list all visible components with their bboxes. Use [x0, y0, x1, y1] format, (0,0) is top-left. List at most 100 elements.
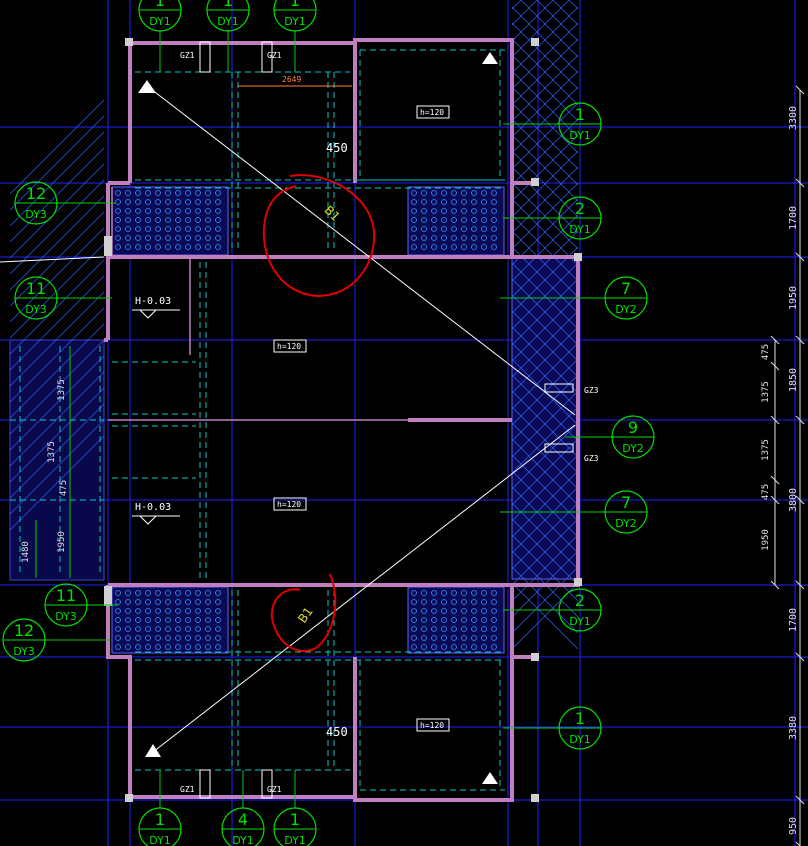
- hatch-line: [511, 406, 579, 474]
- dim-label: 1950: [57, 531, 67, 553]
- hatch-dot: [215, 190, 221, 196]
- triangle-icon: [482, 52, 498, 64]
- hatch-dot: [215, 235, 221, 241]
- hatch-dot: [491, 635, 497, 641]
- hatch-dot: [491, 235, 497, 241]
- hatch-dot: [165, 608, 171, 614]
- hatch-dot: [481, 226, 487, 232]
- hatch-dot: [431, 226, 437, 232]
- hatch-dot: [125, 190, 131, 196]
- hatch-dot: [175, 599, 181, 605]
- dim-tick: [795, 795, 805, 805]
- beam-size: 450: [326, 141, 348, 155]
- hatch-dot: [195, 590, 201, 596]
- hatch-dot: [461, 199, 467, 205]
- hatch-dot: [451, 208, 457, 214]
- hatch-line: [511, 0, 554, 42]
- column-posts: [104, 38, 582, 802]
- hatch-dot: [185, 590, 191, 596]
- hatch-dot: [185, 599, 191, 605]
- hatch-dot: [175, 199, 181, 205]
- hatch-dot: [155, 208, 161, 214]
- hatch-line: [511, 182, 579, 250]
- hatch-dot: [431, 217, 437, 223]
- callout-code: DY3: [13, 645, 35, 658]
- hatch-dot: [491, 190, 497, 196]
- hatch-dot: [481, 217, 487, 223]
- callout-code: DY1: [284, 15, 306, 28]
- hatch-dot: [185, 217, 191, 223]
- hatch-dot: [451, 217, 457, 223]
- hatch-dot: [135, 244, 141, 250]
- hatch-dot: [481, 190, 487, 196]
- hatch-line: [552, 0, 579, 26]
- hatch-line: [9, 99, 105, 195]
- callout-number: 7: [621, 279, 631, 298]
- hatch-dot: [471, 208, 477, 214]
- hatch-dot: [451, 235, 457, 241]
- hatch-dot: [155, 190, 161, 196]
- hatch-dot: [481, 617, 487, 623]
- hatch-dot: [145, 617, 151, 623]
- hatch-dot: [115, 608, 121, 614]
- hatch-dot: [185, 635, 191, 641]
- hatch-dot: [215, 217, 221, 223]
- hatch-dot: [441, 599, 447, 605]
- hatch-dot: [155, 244, 161, 250]
- hatch-line: [511, 134, 579, 202]
- callout-code: DY1: [149, 15, 171, 28]
- dim-tick: [795, 85, 805, 95]
- hatch-dot: [421, 644, 427, 650]
- hatch-dot: [155, 235, 161, 241]
- dim-label: 475: [761, 484, 771, 500]
- hatch-dot: [215, 608, 221, 614]
- hatch-dot: [155, 635, 161, 641]
- callout-number: 11: [26, 279, 46, 298]
- dim-tick: [770, 475, 780, 485]
- hatch-dot: [205, 599, 211, 605]
- hatch-dot: [471, 644, 477, 650]
- hatch-dot: [145, 635, 151, 641]
- hatch-dot: [481, 644, 487, 650]
- hatch-dot: [125, 217, 131, 223]
- callout-code: DY1: [284, 834, 306, 846]
- hatch-dot: [421, 626, 427, 632]
- hatch-dot: [481, 244, 487, 250]
- hatch-dot: [491, 599, 497, 605]
- dim-label: 1375: [761, 439, 771, 461]
- hatch-dot: [175, 590, 181, 596]
- dim-label: 1700: [788, 206, 799, 230]
- gz-boxes: [199, 41, 574, 799]
- hatch-dot: [431, 235, 437, 241]
- hatch-dot: [145, 626, 151, 632]
- hatch-dot: [205, 617, 211, 623]
- hatch-dot: [125, 244, 131, 250]
- hatch-dot-pattern: [115, 190, 497, 650]
- hatch-dot: [491, 226, 497, 232]
- hatch-dot: [421, 608, 427, 614]
- callout-number: 9: [628, 418, 638, 437]
- hatch-dot: [125, 644, 131, 650]
- callout-code: DY2: [615, 517, 637, 530]
- callout-code: DY1: [217, 15, 239, 28]
- dim-label: 950: [788, 817, 799, 835]
- hatch-dot: [115, 235, 121, 241]
- hatch-line: [511, 70, 579, 138]
- hatch-dot: [461, 226, 467, 232]
- column-tag: GZ1: [267, 51, 282, 60]
- hatch-dot: [461, 644, 467, 650]
- top-dimension: 2649: [282, 75, 301, 84]
- hatch-line: [9, 419, 105, 515]
- hatch-line: [511, 262, 579, 330]
- hatch-dot: [165, 199, 171, 205]
- hatch-dot: [115, 199, 121, 205]
- hatch-dot: [215, 644, 221, 650]
- dim-tick: [770, 495, 780, 505]
- right-dimension-lines: [774, 90, 801, 846]
